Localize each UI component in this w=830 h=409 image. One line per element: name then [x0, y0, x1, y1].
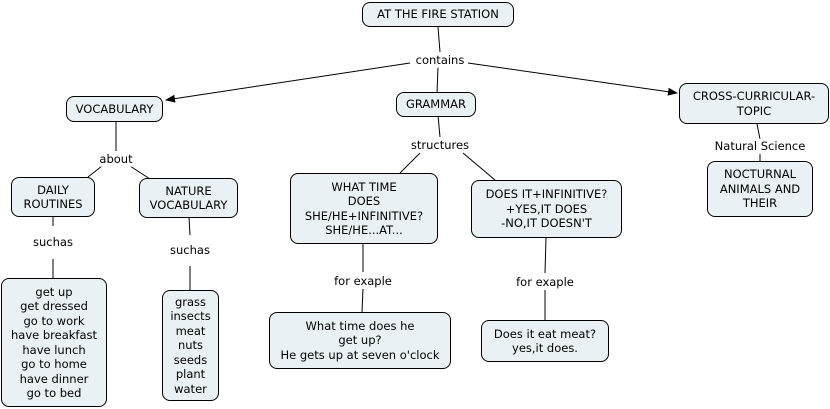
text-line: DAILY	[37, 182, 69, 197]
text-line: have lunch	[22, 342, 86, 357]
text-line: nuts	[177, 338, 204, 353]
text-line: He gets up at seven o'clock	[280, 347, 440, 362]
text-line: about	[99, 151, 133, 166]
does-it-node[interactable]: DOES IT+INFINITIVE?+YES,IT DOES-NO,IT DO…	[471, 180, 622, 238]
connector-arrow	[467, 62, 678, 96]
text-line: such	[33, 234, 60, 249]
link-label-natural-science: Natural Science	[712, 138, 808, 154]
text-line: such	[170, 242, 197, 257]
text-line: grass	[174, 294, 207, 309]
link-label-structures: structures	[408, 137, 472, 153]
connector	[399, 152, 421, 174]
text-line: What time does he	[305, 318, 415, 333]
vocabulary-node[interactable]: VOCABULARY	[66, 96, 163, 122]
text-line: ROUTINES	[23, 197, 83, 211]
link-label-for-exaple: for exaple	[332, 273, 394, 289]
text-line: plant	[175, 367, 206, 382]
connector	[129, 165, 151, 180]
connector-arrow	[165, 62, 411, 103]
link-label-such-as: suchas	[168, 242, 212, 258]
text-line: SHE/HE+INFINITIVE?	[304, 208, 424, 223]
cross-curricular-node[interactable]: CROSS-CURRICULAR-TOPIC	[679, 83, 829, 124]
text-line: for exaple	[516, 274, 574, 289]
text-line: structures	[410, 137, 470, 152]
text-line: CROSS-CURRICULAR-	[692, 89, 816, 103]
text-line: SHE/HE...AT...	[325, 223, 403, 237]
text-line: water	[174, 381, 207, 396]
connector	[756, 123, 761, 140]
connector	[544, 237, 547, 274]
connector	[361, 288, 364, 313]
text-line: have dinner	[19, 371, 89, 386]
text-line: Natural Science	[714, 138, 806, 153]
text-line: TOPIC	[736, 103, 772, 118]
text-line: GRAMMAR	[405, 97, 466, 112]
connector	[87, 165, 103, 178]
connector	[437, 26, 441, 53]
does-it-example-node[interactable]: Does it eat meat?yes,it does.	[481, 320, 609, 362]
text-line: Does it eat meat?	[493, 326, 597, 341]
text-line: DOES	[347, 194, 381, 208]
text-line: for exaple	[334, 273, 392, 288]
text-line: meat	[175, 323, 206, 338]
text-line: go to bed	[26, 386, 82, 400]
text-line: go to work	[23, 313, 85, 328]
grammar-node[interactable]: GRAMMAR	[396, 92, 476, 117]
text-line: VOCABULARY	[149, 198, 228, 212]
text-line: WHAT TIME	[331, 179, 397, 194]
link-label-for-exaple: for exaple	[514, 274, 576, 290]
text-line: get up?	[338, 333, 382, 348]
text-line: +YES,IT DOES	[505, 201, 588, 216]
text-line: AT THE FIRE STATION	[377, 7, 499, 22]
connector	[436, 66, 439, 94]
connector	[437, 114, 441, 138]
text-line: get dressed	[20, 299, 88, 313]
text-line: as	[196, 242, 210, 257]
text-line: NATURE	[165, 183, 212, 198]
text-line: yes,it does.	[512, 341, 578, 355]
text-line: DOES IT+INFINITIVE?	[485, 187, 608, 202]
text-line: -NO,IT DOESN'T	[501, 216, 592, 231]
text-line: insects	[170, 309, 211, 324]
text-line: as	[59, 234, 73, 249]
connector	[188, 216, 191, 236]
text-line: get up	[35, 284, 73, 299]
text-line: go to home	[21, 357, 87, 371]
root-node[interactable]: AT THE FIRE STATION	[362, 2, 514, 27]
link-label-about: about	[97, 151, 135, 167]
text-line: VOCABULARY	[75, 101, 154, 116]
text-line: NOCTURNAL	[724, 167, 796, 182]
text-line: contains	[415, 52, 465, 67]
connector	[462, 152, 496, 181]
text-line: have breakfast	[10, 328, 98, 342]
link-label-such-as: suchas	[31, 234, 75, 250]
link-label-contains: contains	[413, 52, 467, 68]
text-line: THEIR	[742, 196, 778, 211]
text-line: seeds	[173, 352, 208, 367]
text-line: ANIMALS AND	[719, 181, 801, 196]
